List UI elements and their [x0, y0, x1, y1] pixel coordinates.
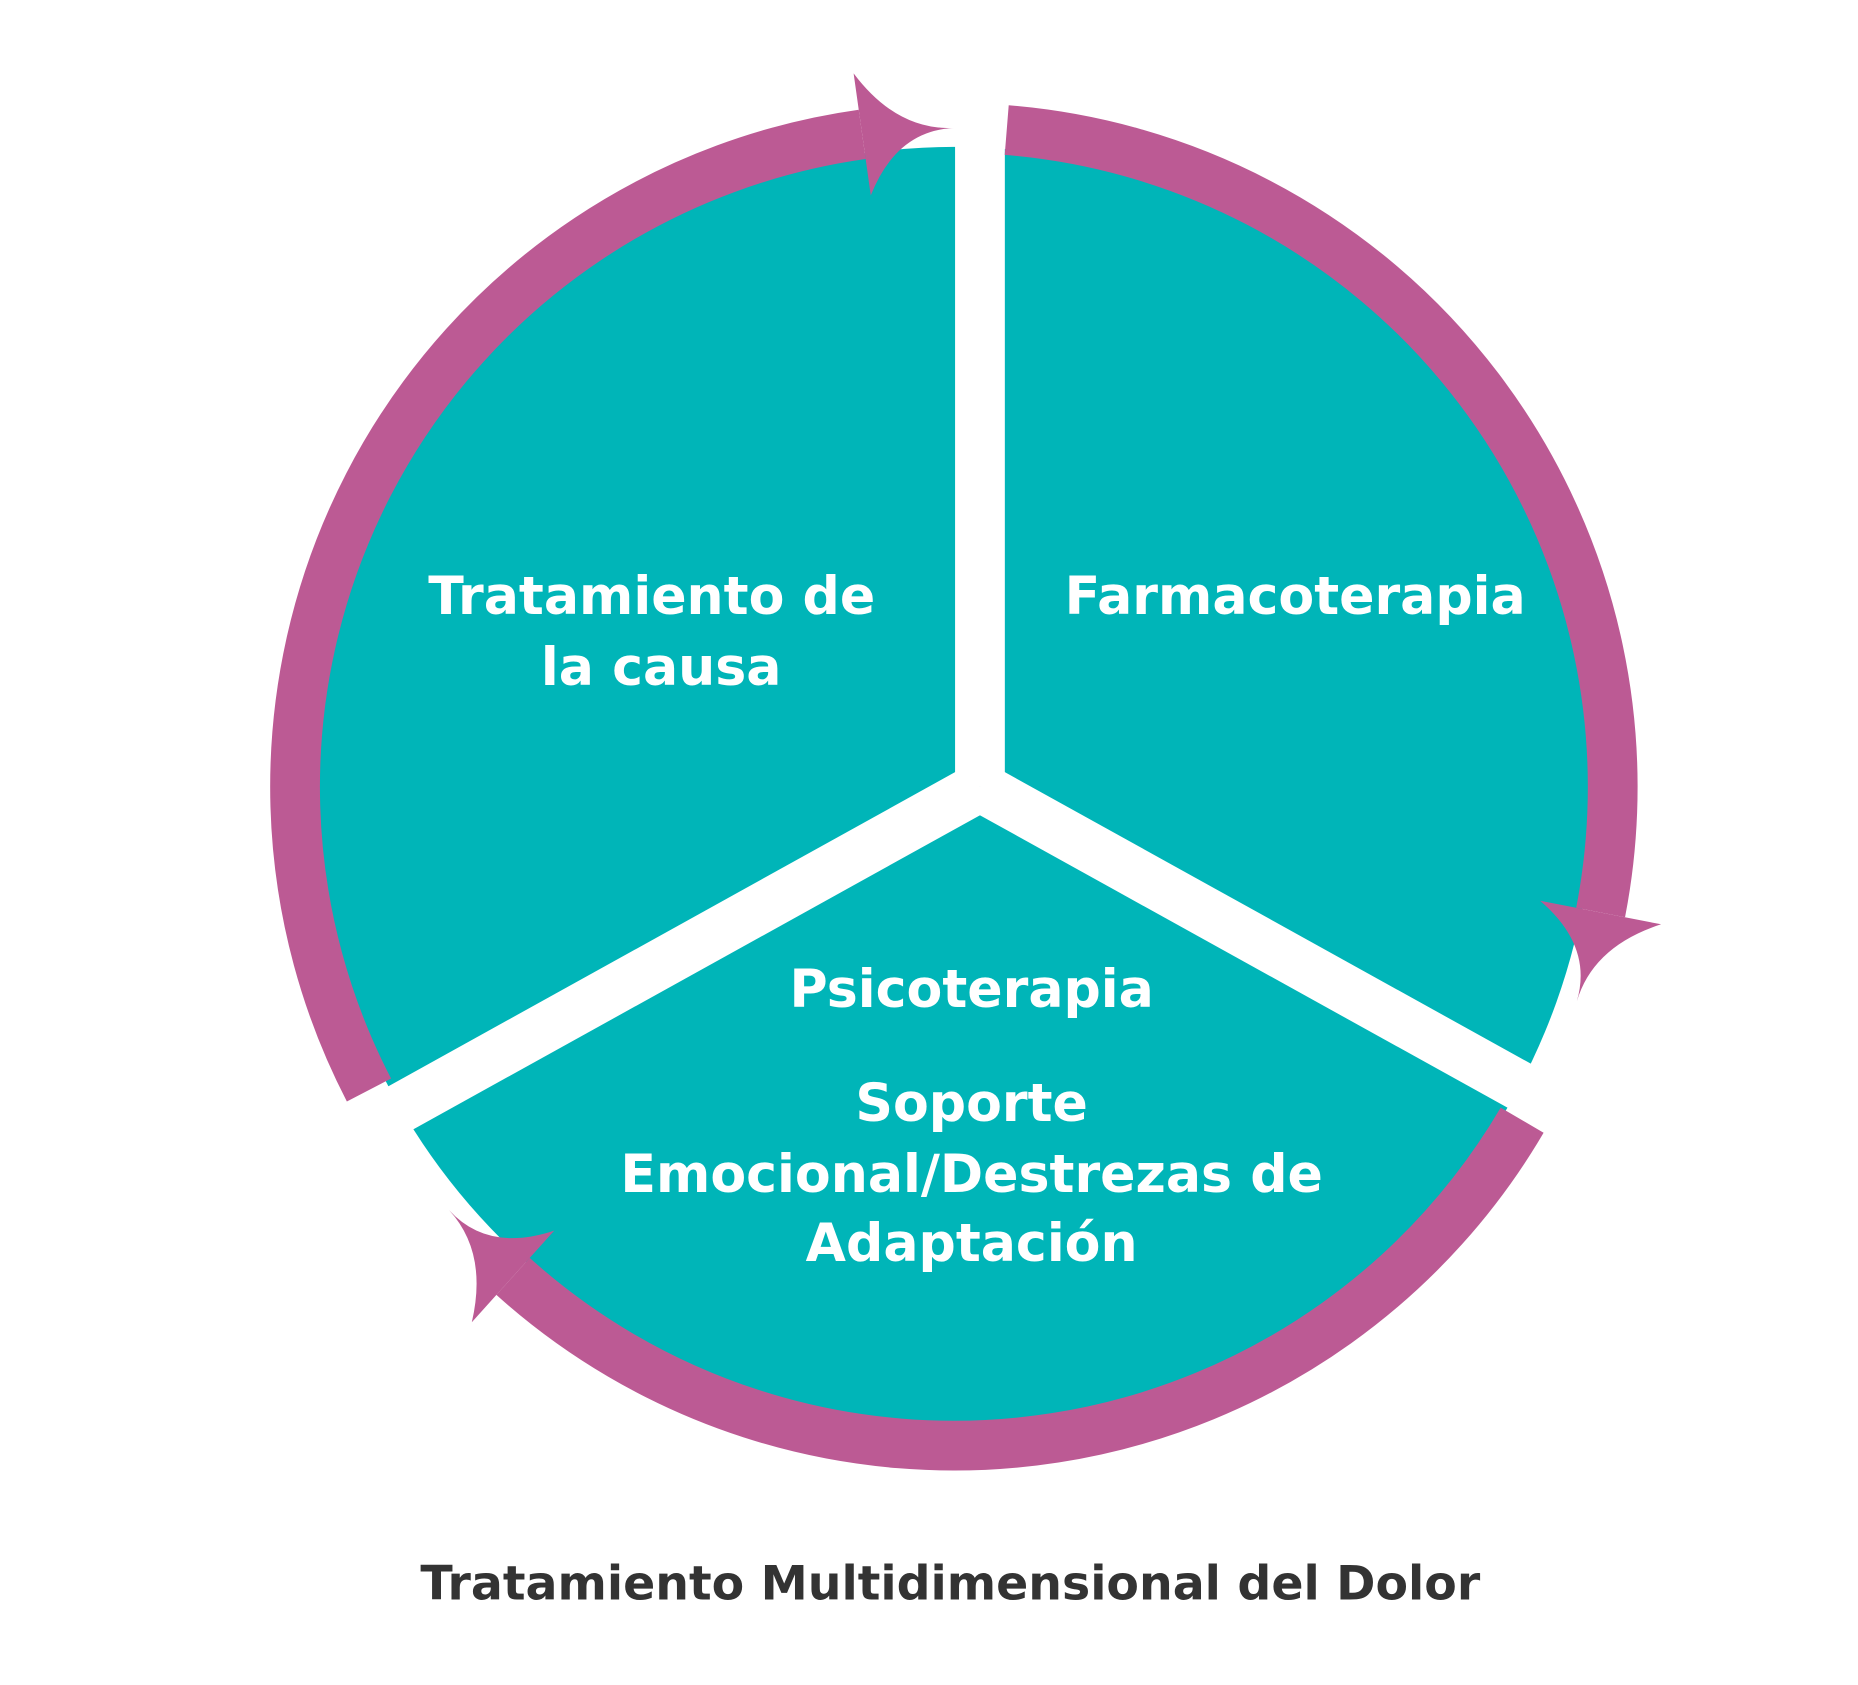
cycle-arrow: [1004, 105, 1662, 1002]
segment-farmacoterapia: Farmacoterapia: [1065, 567, 1526, 627]
cycle-arrows: [270, 73, 1662, 1471]
arrowhead-icon: [449, 1210, 555, 1323]
arrow-arc: [270, 109, 866, 1102]
cycle-arrow: [449, 1107, 1544, 1471]
segment-divider: [967, 765, 1718, 1211]
cycle-arrow: [270, 73, 954, 1102]
arrowhead-icon: [853, 73, 954, 196]
segment-psicoterapia: Psicoterapia Soporte Emocional/Destrezas…: [620, 960, 1322, 1274]
arrow-arc: [1004, 105, 1638, 918]
segment-label-line: Farmacoterapia: [1065, 567, 1526, 627]
segment-label-line: Psicoterapia: [789, 960, 1153, 1020]
arrow-arc: [496, 1107, 1544, 1471]
segment-label-line: Emocional/Destrezas de: [620, 1145, 1322, 1205]
segment-tratamiento-causa: Tratamiento de la causa: [428, 567, 875, 698]
segment-dividers: [242, 0, 1718, 1211]
diagram-title: Tratamiento Multidimensional del Dolor: [420, 1557, 1480, 1612]
segment-label-line: Soporte: [855, 1074, 1087, 1134]
segment-label-line: Adaptación: [806, 1214, 1138, 1274]
segment-divider: [242, 765, 993, 1211]
segment-label-line: Tratamiento de: [428, 567, 875, 627]
arrowhead-icon: [1540, 900, 1662, 1002]
segment-label-line: la causa: [541, 638, 782, 698]
